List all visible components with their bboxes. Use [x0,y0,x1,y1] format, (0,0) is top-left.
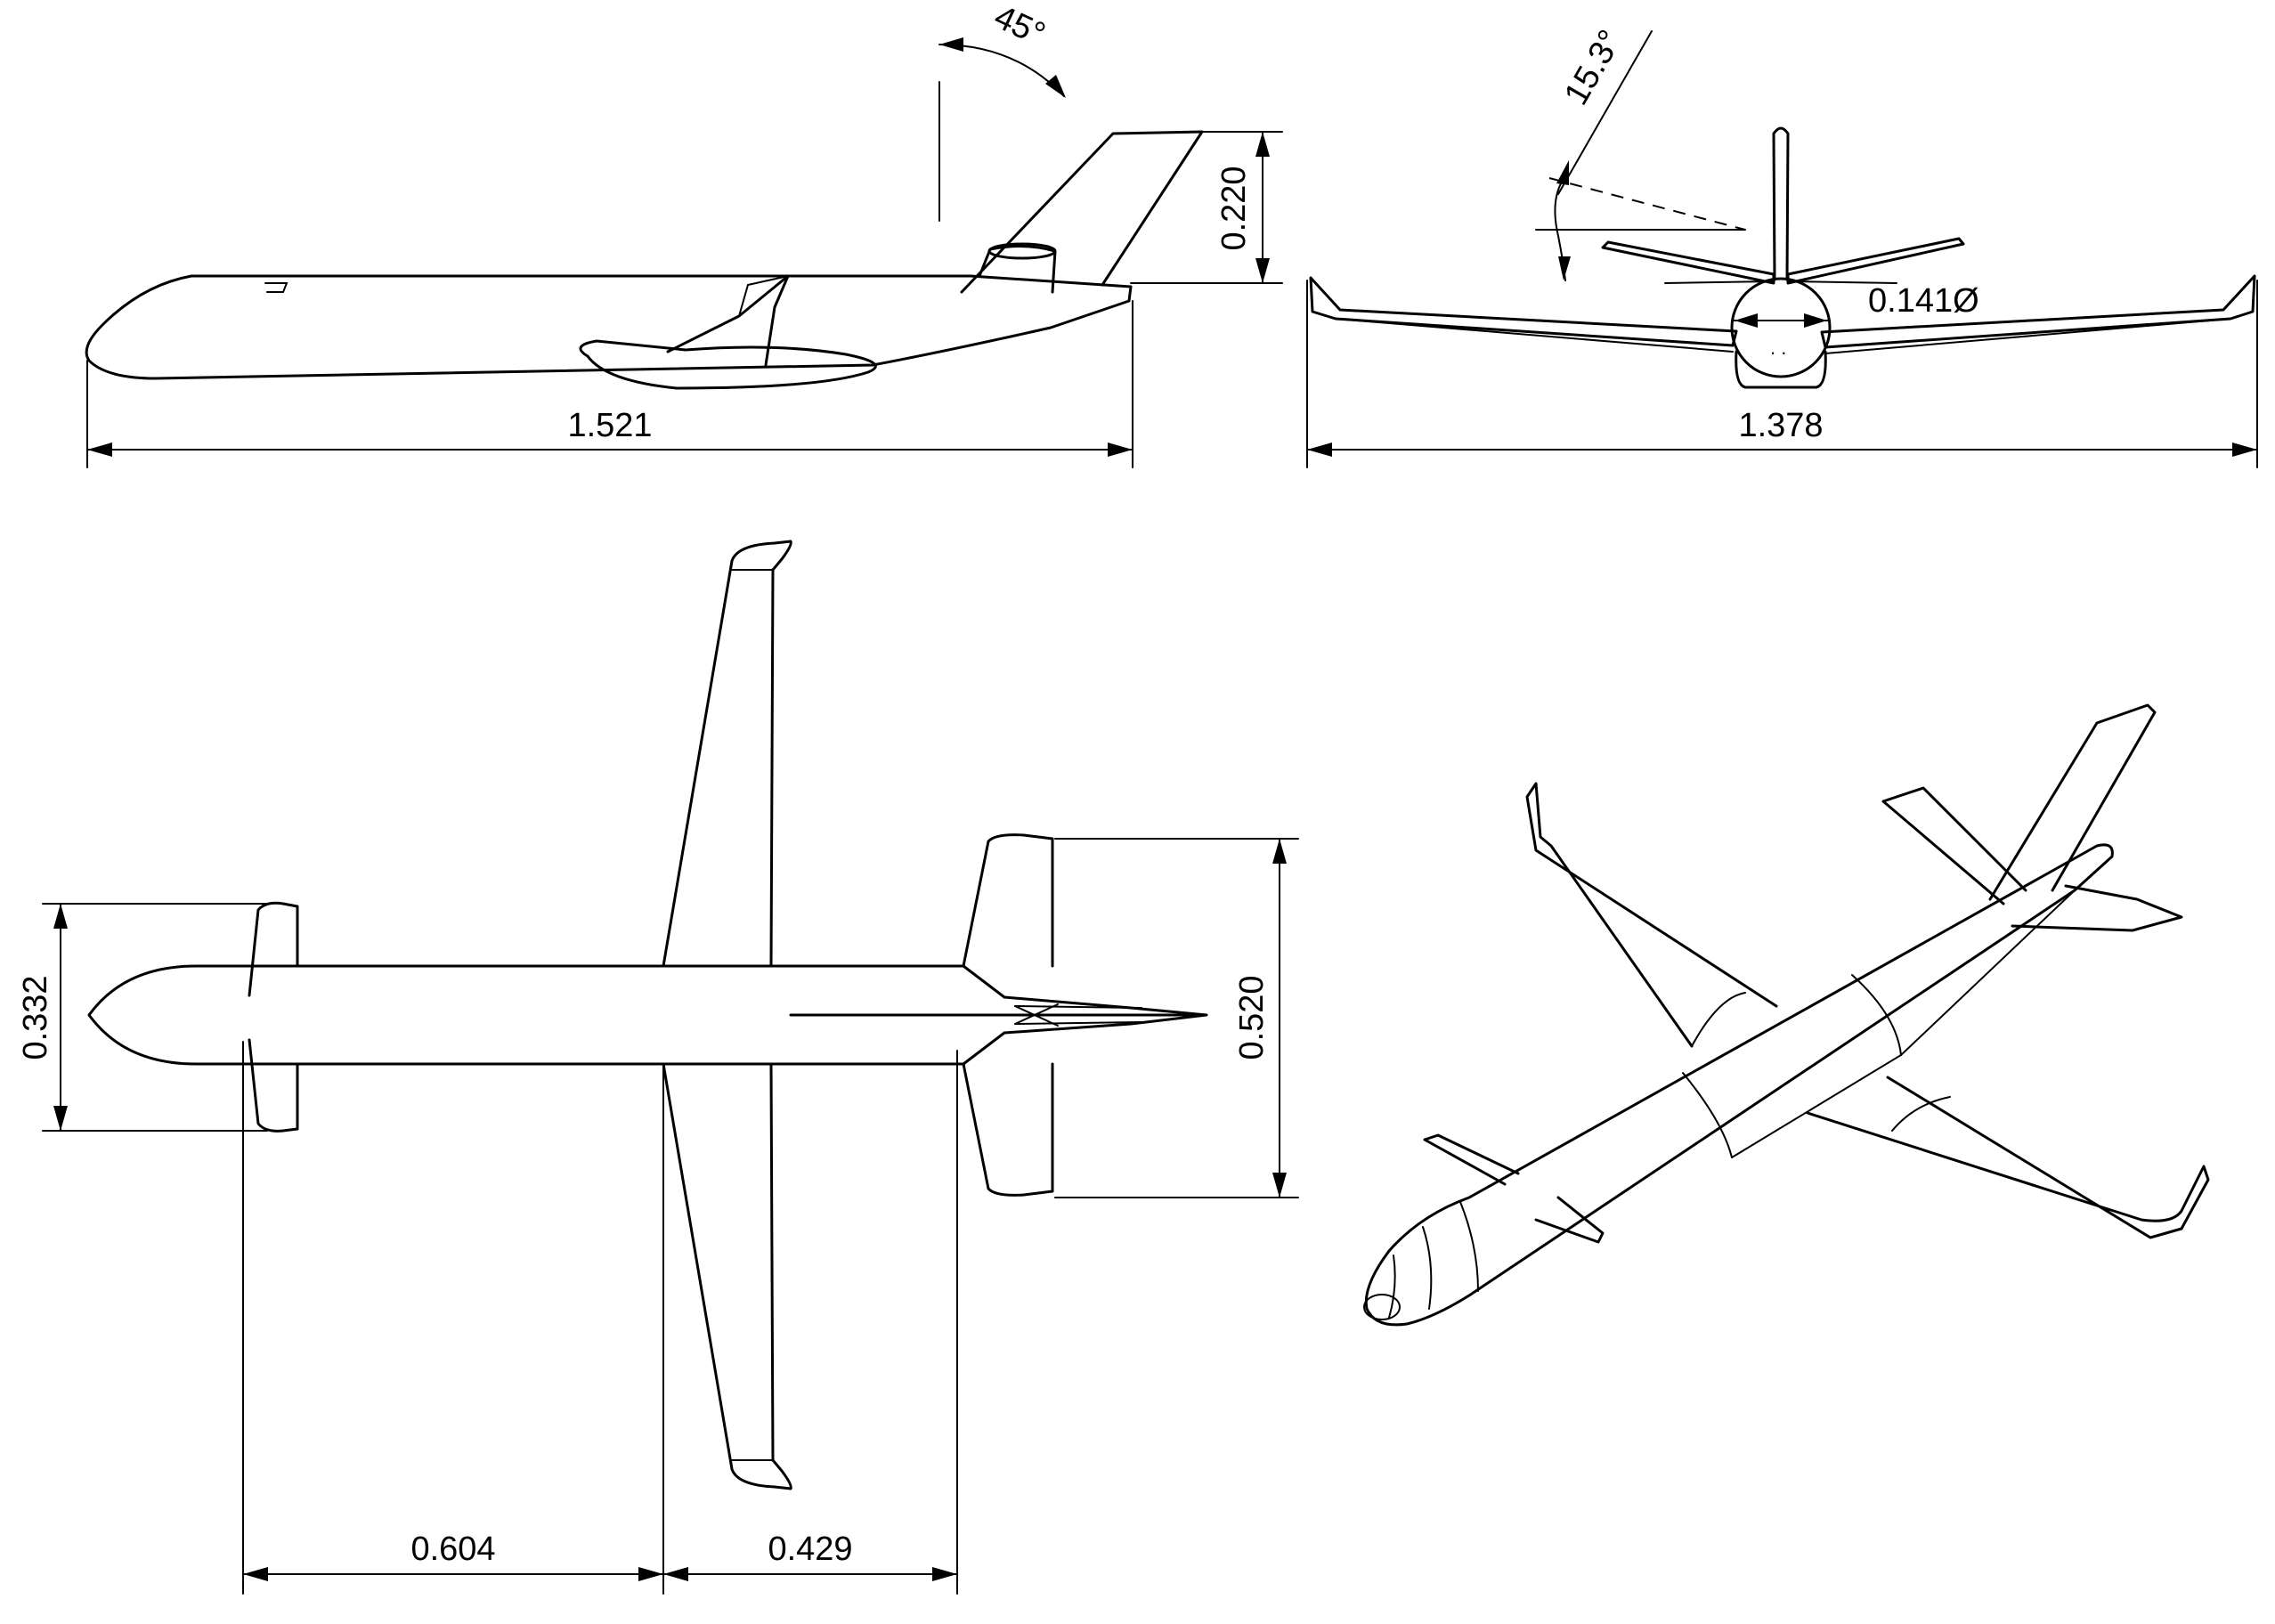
iso-section-2 [1851,974,1902,1056]
sweep-arc [938,44,1065,97]
front-wing-right-lower [1824,318,2231,354]
top-tail-arrow-bottom [1272,1173,1287,1198]
top-canard-span-label: 0.332 [17,975,54,1060]
front-wing-left-lower [1335,318,1734,353]
front-span-arrow-left [1307,443,1332,457]
top-canard-arrow-bottom [53,1106,68,1131]
front-tail-left [1601,240,1775,285]
iso-tail-right [2011,884,2183,932]
dihedral-dashed-line [1548,177,1746,231]
iso-nose-cone [1388,1201,1479,1319]
front-diameter-arrow-right [1804,313,1827,328]
front-span-label: 1.378 [1738,407,1823,444]
front-pod [1735,350,1827,389]
iso-wing-right [1806,1076,2210,1239]
isometric-view [1363,703,2210,1327]
front-diameter-label: 0.141Ø [1868,282,1979,320]
top-dist-arrow-3 [663,1567,688,1581]
top-dist-arrow-2 [638,1567,663,1581]
dihedral-angle-label: 15.3° [1557,24,1629,111]
iso-wing-left-fairing [1691,992,1746,1047]
iso-nose-tip [1363,1294,1401,1320]
front-wing-left [1309,276,1738,347]
side-height-arrow-bottom [1255,258,1270,283]
top-canard-lower [248,1038,299,1133]
front-tail-right [1786,237,1965,285]
top-tail-upper [962,833,1054,968]
iso-vertical-tail [1988,703,2157,901]
dihedral-arrow-top [1556,160,1569,185]
top-wing-upper [662,540,792,968]
top-tail-lower [962,1062,1054,1197]
dihedral-leader [1557,30,1653,195]
iso-section-1 [1682,1072,1733,1158]
side-length-label: 1.521 [567,407,652,444]
top-tail-fairing-upper [1014,1005,1142,1009]
top-canard-to-wing-label: 0.604 [410,1531,495,1568]
front-center-dots: . . [1770,337,1786,359]
sweep-arrow-end [1045,75,1066,98]
side-wing-spar-2 [738,275,789,317]
side-length-arrow-left [87,443,112,457]
top-canard-upper [248,901,299,997]
top-wing-lower [662,1062,792,1490]
side-height-arrow-top [1255,132,1270,157]
top-tail-fairing-cross [1014,1003,1059,1027]
front-span-arrow-right [2232,443,2257,457]
front-vertical-fin [1772,126,1790,281]
side-wing-spar [666,274,790,367]
front-canard-left [1664,280,1773,284]
top-dist-arrow-1 [243,1567,268,1581]
side-length-arrow-right [1108,443,1133,457]
sweep-arrow-start [939,37,963,52]
top-wing-to-tail-label: 0.429 [768,1531,852,1568]
side-fuselage [85,274,1133,380]
top-view: 0.332 0.520 0.604 0.429 [17,540,1299,1595]
top-dist-arrow-4 [932,1567,957,1581]
top-fuselage [87,964,1208,1066]
side-vertical-tail [960,130,1204,294]
iso-canard-left [1423,1133,1520,1186]
iso-belly [1731,889,2076,1158]
iso-fuselage [1364,843,2114,1327]
iso-wing-right-fairing [1891,1096,1951,1132]
side-tail-fairing-cap [987,242,1057,260]
side-height-label: 0.220 [1215,166,1253,250]
dihedral-arrow-bottom [1558,256,1571,280]
front-view: . . 0.141Ø 1.378 15.3° [1306,24,2258,468]
top-tail-span-label: 0.520 [1233,975,1271,1060]
side-canard-stub [264,282,288,293]
front-canard-right [1789,280,1897,284]
top-canard-arrow-top [53,904,68,929]
iso-canard-right [1534,1196,1605,1244]
iso-tail-left [1881,786,2027,905]
top-tail-arrow-top [1272,839,1287,864]
sweep-angle-label: 45° [988,0,1051,53]
front-fuselage-circle [1730,277,1832,378]
top-tail-fairing-lower [1014,1021,1142,1025]
front-diameter-arrow-left [1735,313,1758,328]
iso-wing-left [1525,782,1778,1048]
side-wing-pod [579,339,877,390]
side-view: 1.521 0.220 45° [85,0,1283,468]
